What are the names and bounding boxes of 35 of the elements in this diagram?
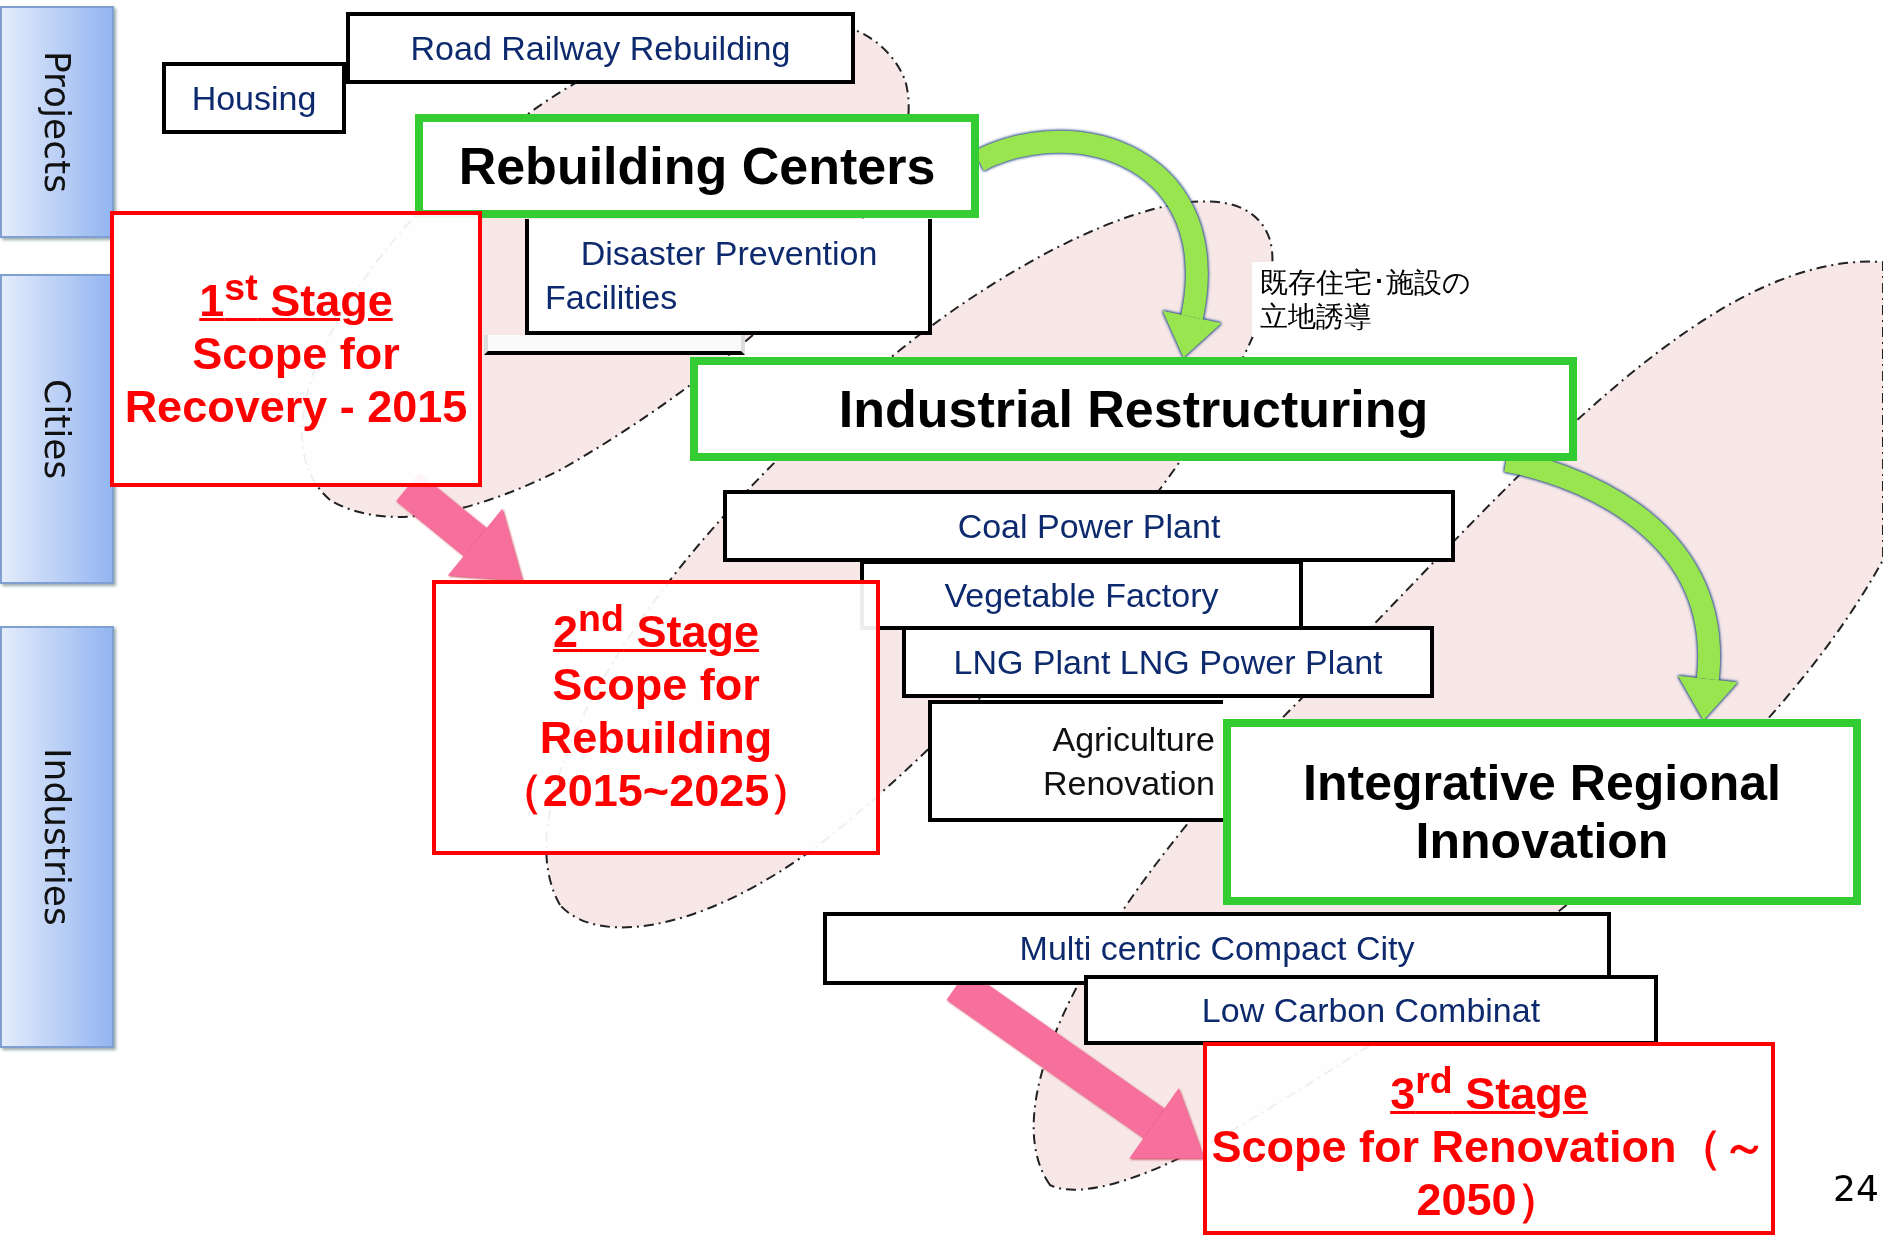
- box-label: Housing: [191, 77, 317, 119]
- project-box: [928, 700, 1223, 822]
- project-box: [860, 560, 1303, 630]
- side-tab: [0, 6, 114, 238]
- side-tab: [0, 274, 114, 584]
- category-box: [690, 357, 1577, 461]
- project-box: [346, 12, 855, 84]
- stage-heading: 3$^{rd}$ Stage: [1390, 1058, 1588, 1121]
- box-label: Industrial Restructuring: [838, 379, 1429, 439]
- stage-heading: 2$^{nd}$ Stage: [553, 596, 759, 659]
- project-box: [1084, 975, 1658, 1045]
- stage-heading: 1$^{st}$ Stage: [199, 264, 393, 327]
- box-label: Rebuilding Centers: [458, 136, 936, 196]
- side-tab: [0, 626, 114, 1048]
- project-box: [162, 62, 346, 134]
- box-label: Coal Power Plant: [957, 505, 1221, 547]
- tab-label: Industries: [36, 748, 78, 926]
- partly-hidden-box: [484, 335, 745, 355]
- category-box: [415, 114, 979, 218]
- box-label: Agriculture Renovation: [1042, 718, 1215, 804]
- box-label: Multi centric Compact City: [1019, 928, 1415, 970]
- category-box: [1223, 719, 1861, 905]
- project-box: [723, 490, 1455, 562]
- box-label: Low Carbon Combinat: [1201, 989, 1541, 1031]
- box-label: Vegetable Factory: [944, 574, 1219, 616]
- box-label: Integrative Regional Innovation: [1302, 754, 1782, 870]
- project-box: [823, 912, 1611, 985]
- box-label: Road Railway Rebuilding: [410, 27, 791, 69]
- tab-label: Cities: [36, 378, 78, 480]
- box-label: LNG Plant LNG Power Plant: [953, 641, 1383, 683]
- project-box: [525, 219, 932, 335]
- project-box: [902, 626, 1434, 698]
- page-number: 24: [1833, 1168, 1880, 1209]
- box-label: Disaster Prevention Facilities: [544, 232, 879, 318]
- tab-label: Projects: [36, 51, 78, 193]
